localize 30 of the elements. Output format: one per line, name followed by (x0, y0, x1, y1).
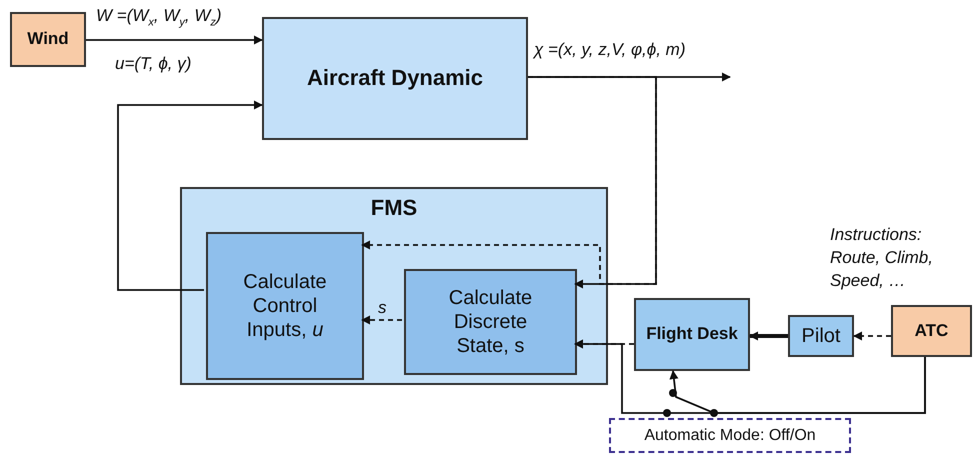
process-box (891, 305, 972, 357)
process-box (10, 12, 86, 67)
node-label: Pilot (800, 324, 842, 348)
process-box (262, 17, 528, 140)
process-box (788, 315, 854, 357)
node-label: ATC (914, 320, 950, 342)
edge-label: W =(W$_{x}$, W$_{y}$, W$_{z}$) (96, 6, 222, 28)
group-box (180, 187, 608, 385)
arrow (361, 316, 402, 324)
mode-label-box (609, 418, 851, 453)
group-title: FMS (370, 194, 418, 222)
node-label: Calculate Control Inputs, u (242, 270, 328, 342)
arrow (117, 100, 263, 291)
arrow (86, 36, 263, 44)
arrow (853, 332, 891, 340)
process-box (634, 298, 750, 371)
arrow (528, 76, 657, 288)
process-box (404, 269, 577, 375)
edge-label: u=(T, ϕ, γ) (115, 54, 192, 74)
node-label: Aircraft Dynamic (306, 65, 484, 92)
arrow (749, 332, 788, 340)
arrow (574, 340, 926, 414)
node-label: Flight Desk (645, 324, 739, 345)
edge-label: s (378, 298, 386, 318)
node-label: Wind (26, 29, 70, 50)
node-label: Calculate Discrete State, s (448, 286, 534, 358)
node-label: Automatic Mode: Off/On (643, 426, 817, 446)
process-box (206, 232, 364, 380)
instruction-note: Instructions: Route, Climb, Speed, … (830, 224, 934, 292)
edge-label: χ =(x, y, z,V, φ,ϕ, m) (534, 40, 686, 60)
